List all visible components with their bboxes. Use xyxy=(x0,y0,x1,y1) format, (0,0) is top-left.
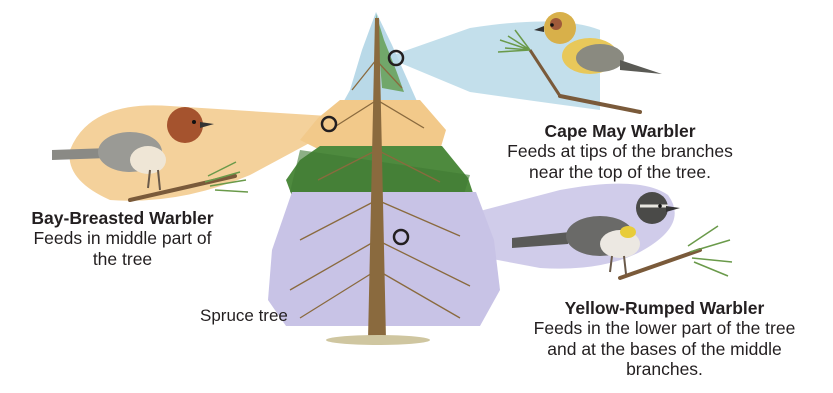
cape-may-description-line-1: Feeds at tips of the branches xyxy=(470,141,770,161)
tree-ground xyxy=(326,335,430,345)
yellow-rumped-label: Yellow-Rumped Warbler Feeds in the lower… xyxy=(496,298,833,379)
cape-may-description-line-2: near the top of the tree. xyxy=(470,162,770,182)
spruce-tree-label: Spruce tree xyxy=(200,306,288,326)
yellow-rumped-description-line-1: Feeds in the lower part of the tree xyxy=(496,318,833,338)
bay-breasted-label: Bay-Breasted Warbler Feeds in middle par… xyxy=(0,208,245,269)
yellow-rumped-description-line-2: and at the bases of the middle xyxy=(496,339,833,359)
bay-breasted-description-line-2: the tree xyxy=(0,249,245,269)
cape-may-name: Cape May Warbler xyxy=(470,121,770,141)
bay-breasted-description-line-1: Feeds in middle part of xyxy=(0,228,245,248)
bay-breasted-name: Bay-Breasted Warbler xyxy=(0,208,245,228)
cape-may-label: Cape May Warbler Feeds at tips of the br… xyxy=(470,121,770,182)
yellow-rumped-description-line-3: branches. xyxy=(496,359,833,379)
yellow-rumped-name: Yellow-Rumped Warbler xyxy=(496,298,833,318)
